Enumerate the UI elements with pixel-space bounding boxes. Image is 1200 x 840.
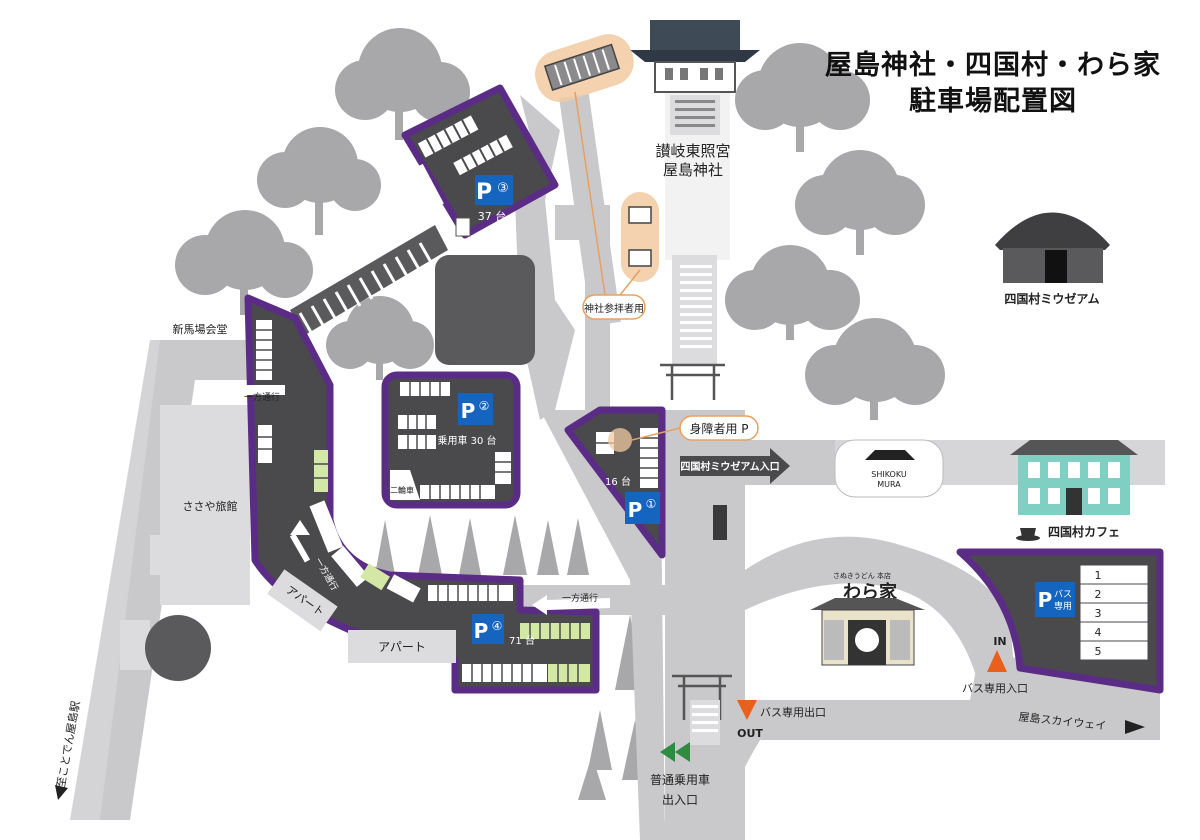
green-arrow-icon [675, 742, 690, 762]
tree-icon [725, 245, 860, 340]
parking-sign-4 [472, 614, 504, 644]
lot-4-number: ④ [492, 619, 503, 633]
bus-parking-mark: P [1038, 588, 1053, 612]
green-arrow-icon [660, 742, 675, 762]
lot-2-capacity: 乗用車 30 台 [437, 434, 496, 447]
bus-parking: P バス 専用 1 2 3 4 5 [956, 548, 1164, 694]
apartment-lower: アパート [348, 630, 456, 663]
tree-icon [326, 296, 434, 380]
car-entrance-label-1: 普通乗用車 [650, 773, 710, 787]
bus-entrance-label: バス専用入口 [962, 682, 1028, 695]
gate-post [713, 505, 727, 540]
one-way-label-c: 一方通行 [562, 592, 598, 604]
bus-parking-label-2: 専用 [1054, 600, 1072, 612]
car-entrance-label-2: 出入口 [662, 793, 698, 807]
bus-bay-2: 2 [1095, 588, 1102, 601]
map-title: 屋島神社・四国村・わら家 駐車場配置図 [808, 48, 1178, 120]
apartment-lower-label: アパート [378, 640, 426, 654]
lot-3-mark: P [476, 180, 492, 205]
skyway-arrow-icon [1125, 720, 1145, 734]
parking-sign-2 [458, 393, 493, 425]
roads [70, 94, 1165, 840]
torii-gate-icon [660, 363, 725, 400]
lot-1-capacity: 16 台 [605, 475, 631, 488]
accessible-parking-label: 身障者用 P [689, 421, 748, 436]
cafe-label: 四国村カフェ [1048, 524, 1120, 539]
one-way-label-a: 一方通行 [244, 391, 280, 403]
shrine-name-1: 讃岐東照宮 [655, 142, 730, 160]
shrine-name-2: 屋島神社 [663, 161, 723, 179]
bus-exit-label: バス専用出口 [760, 705, 826, 719]
bus-in-arrow: IN バス専用入口 [962, 635, 1028, 695]
worshipper-parking-label: 神社参拝者用 [584, 302, 644, 315]
parking-sign-1 [625, 492, 660, 524]
parking-sign-3 [475, 175, 513, 205]
shikoku-mura-line2: MURA [877, 480, 901, 489]
car-entrance: 普通乗用車 出入口 [650, 742, 710, 807]
shrine-building [630, 20, 760, 135]
out-arrow-icon [737, 700, 757, 720]
bus-parking-label-1: バス [1054, 589, 1072, 600]
parking-lot-2: P ② 乗用車 30 台 二輪車 [381, 371, 521, 509]
buildings [120, 408, 265, 670]
coffee-cup-icon [1016, 528, 1040, 541]
shikoku-mura-sign: SHIKOKU MURA [834, 439, 944, 498]
tree-icon [257, 127, 381, 235]
bike-area-label: 二輪車 [390, 485, 414, 495]
lot-4-mark: P [474, 619, 489, 643]
bus-bay-4: 4 [1095, 626, 1102, 639]
in-label: IN [993, 635, 1006, 648]
tree-icon [735, 43, 870, 152]
accessible-parking-callout: 身障者用 P [631, 415, 759, 441]
in-arrow-icon [987, 650, 1007, 672]
lot-3-number: ③ [497, 181, 509, 196]
one-way-arrow-c: 一方通行 [532, 592, 610, 615]
lot-2-mark: P [461, 399, 476, 423]
waraya-restaurant: さぬきうどん 本店 わら家 [810, 571, 925, 666]
shinbaba-hall-label: 新馬場会堂 [173, 322, 228, 336]
parking-lot-3: P ③ 37 台 [401, 84, 559, 239]
sasaya-label: ささや旅館 [183, 499, 238, 513]
one-way-arrow-icon [289, 520, 311, 563]
museum-entrance-label: 四国村ミウゼアム入口 [680, 460, 779, 473]
crosswalk [290, 225, 448, 335]
tree-icon [805, 318, 945, 420]
lot-3-capacity: 37 台 [478, 209, 507, 223]
tree-icon [795, 150, 925, 255]
out-label: OUT [737, 727, 763, 740]
cafe-building: 四国村カフェ [1010, 440, 1138, 541]
one-way-arrow-a: 一方通行 [210, 380, 285, 403]
bus-bay-1: 1 [1095, 569, 1102, 582]
bus-out-arrow: OUT バス専用出口 [737, 700, 826, 740]
lot-2-number: ② [479, 399, 490, 413]
bus-bay-3: 3 [1095, 607, 1102, 620]
museum-label: 四国村ミウゼアム [1004, 291, 1099, 306]
shrine-complex: 讃岐東照宮 屋島神社 [630, 20, 760, 745]
shikoku-mura-line1: SHIKOKU [871, 470, 907, 479]
museum-entrance-arrow: 四国村ミウゼアム入口 [680, 448, 790, 484]
museum-hut-icon: 四国村ミウゼアム [995, 212, 1110, 306]
pond [435, 255, 535, 365]
waraya-sign: わら家 [843, 581, 898, 603]
tree-icon [175, 210, 313, 315]
parking-lot-1: P ① 16 台 [564, 406, 666, 559]
worshipper-parking: 神社参拝者用 [535, 34, 659, 320]
lot-1-number: ① [646, 497, 657, 511]
station-arrow-icon [55, 785, 68, 800]
pond-small [145, 615, 211, 681]
title-line-2: 駐車場配置図 [909, 86, 1077, 117]
trees [175, 28, 945, 800]
waraya-subtitle: さぬきうどん 本店 [833, 571, 891, 580]
lot-4-capacity: 71 台 [509, 634, 535, 647]
bus-bay-5: 5 [1095, 645, 1102, 658]
tree-icon [335, 28, 470, 140]
parking-sign-bus [1035, 582, 1075, 617]
title-line-1: 屋島神社・四国村・わら家 [825, 50, 1161, 81]
lot-1-mark: P [628, 498, 643, 522]
